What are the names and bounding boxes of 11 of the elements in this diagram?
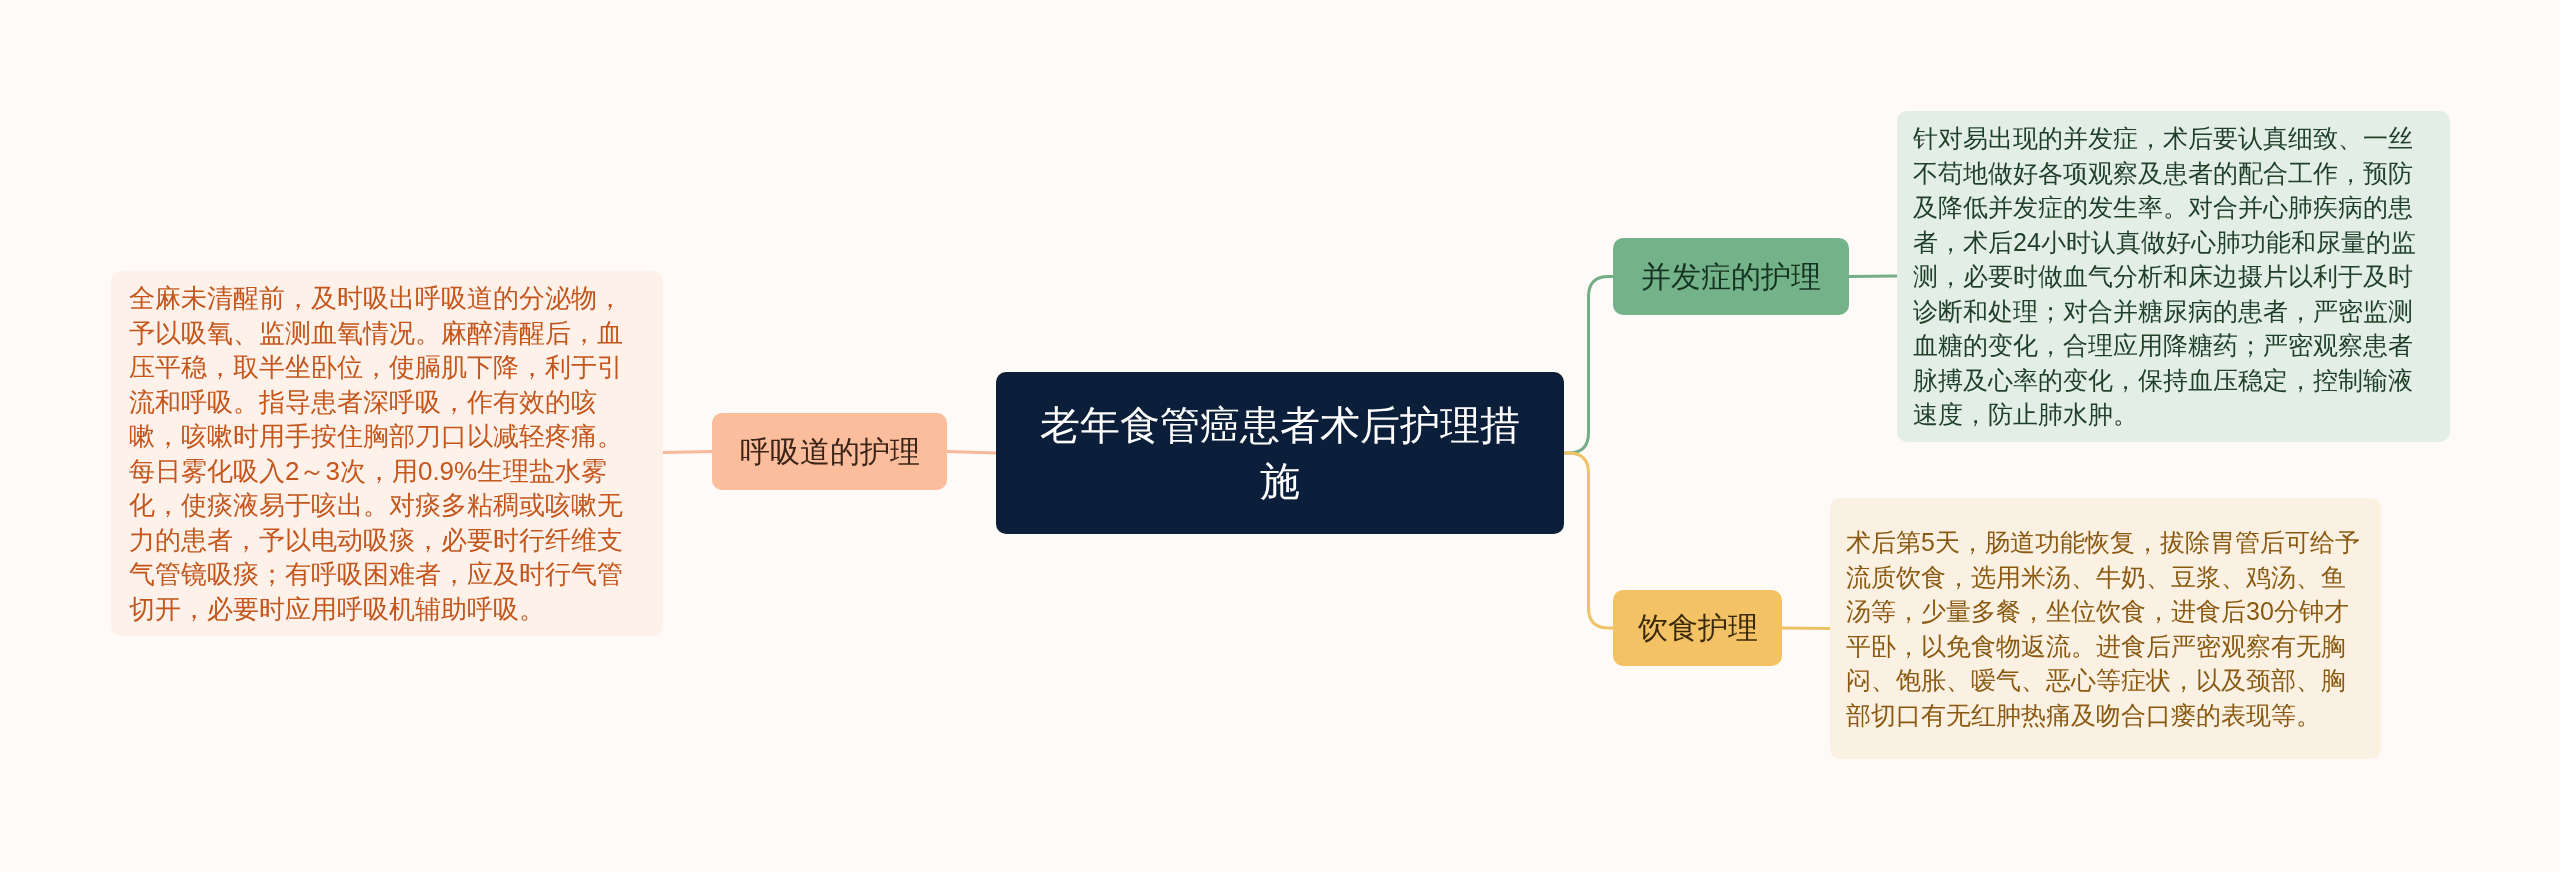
connector-line xyxy=(662,450,713,454)
connector-line xyxy=(1782,626,1830,630)
branch-box: 呼吸道的护理 xyxy=(712,413,947,490)
branch-box: 饮食护理 xyxy=(1613,590,1782,666)
topic-box: 老年食管癌患者术后护理措施 xyxy=(996,372,1564,534)
connector-line xyxy=(946,450,997,455)
connector-line xyxy=(1849,274,1897,278)
note-box: 术后第5天，肠道功能恢复，拔除胃管后可给予流质饮食，选用米汤、牛奶、豆浆、鸡汤、鱼汤等，少量多餐，坐位饮食，进食后30分钟才平卧，以免食物返流。进食后严密观察有无胸闷、饱胀、嗳气、恶心等症状，以及颈部、胸部切口有无红肿热痛及吻合口瘘的表现等。 xyxy=(1830,498,2381,759)
branch-box: 并发症的护理 xyxy=(1613,238,1849,315)
note-box: 全麻未清醒前，及时吸出呼吸道的分泌物，予以吸氧、监测血氧情况。麻醉清醒后，血压平稳，取半坐卧位，使膈肌下降，利于引流和呼吸。指导患者深呼吸，作有效的咳嗽，咳嗽时用手按住胸部刀口以减轻疼痛。每日雾化吸入2～3次，用0.9%生理盐水雾化，使痰液易于咳出。对痰多粘稠或咳嗽无力的患者，予以电动吸痰，必要时行纤维支气管镜吸痰；有呼吸困难者，应及时行气管切开，必要时应用呼吸机辅助呼吸。 xyxy=(111,271,663,636)
note-box: 针对易出现的并发症，术后要认真细致、一丝不苟地做好各项观察及患者的配合工作，预防及降低并发症的发生率。对合并心肺疾病的患者，术后24小时认真做好心肺功能和尿量的监测，必要时做血气分析和床边摄片以利于及时诊断和处理；对合并糖尿病的患者，严密监测血糖的变化，合理应用降糖药；严密观察患者脉搏及心率的变化，保持血压稳定，控制输液速度，防止肺水肿。 xyxy=(1897,111,2450,442)
